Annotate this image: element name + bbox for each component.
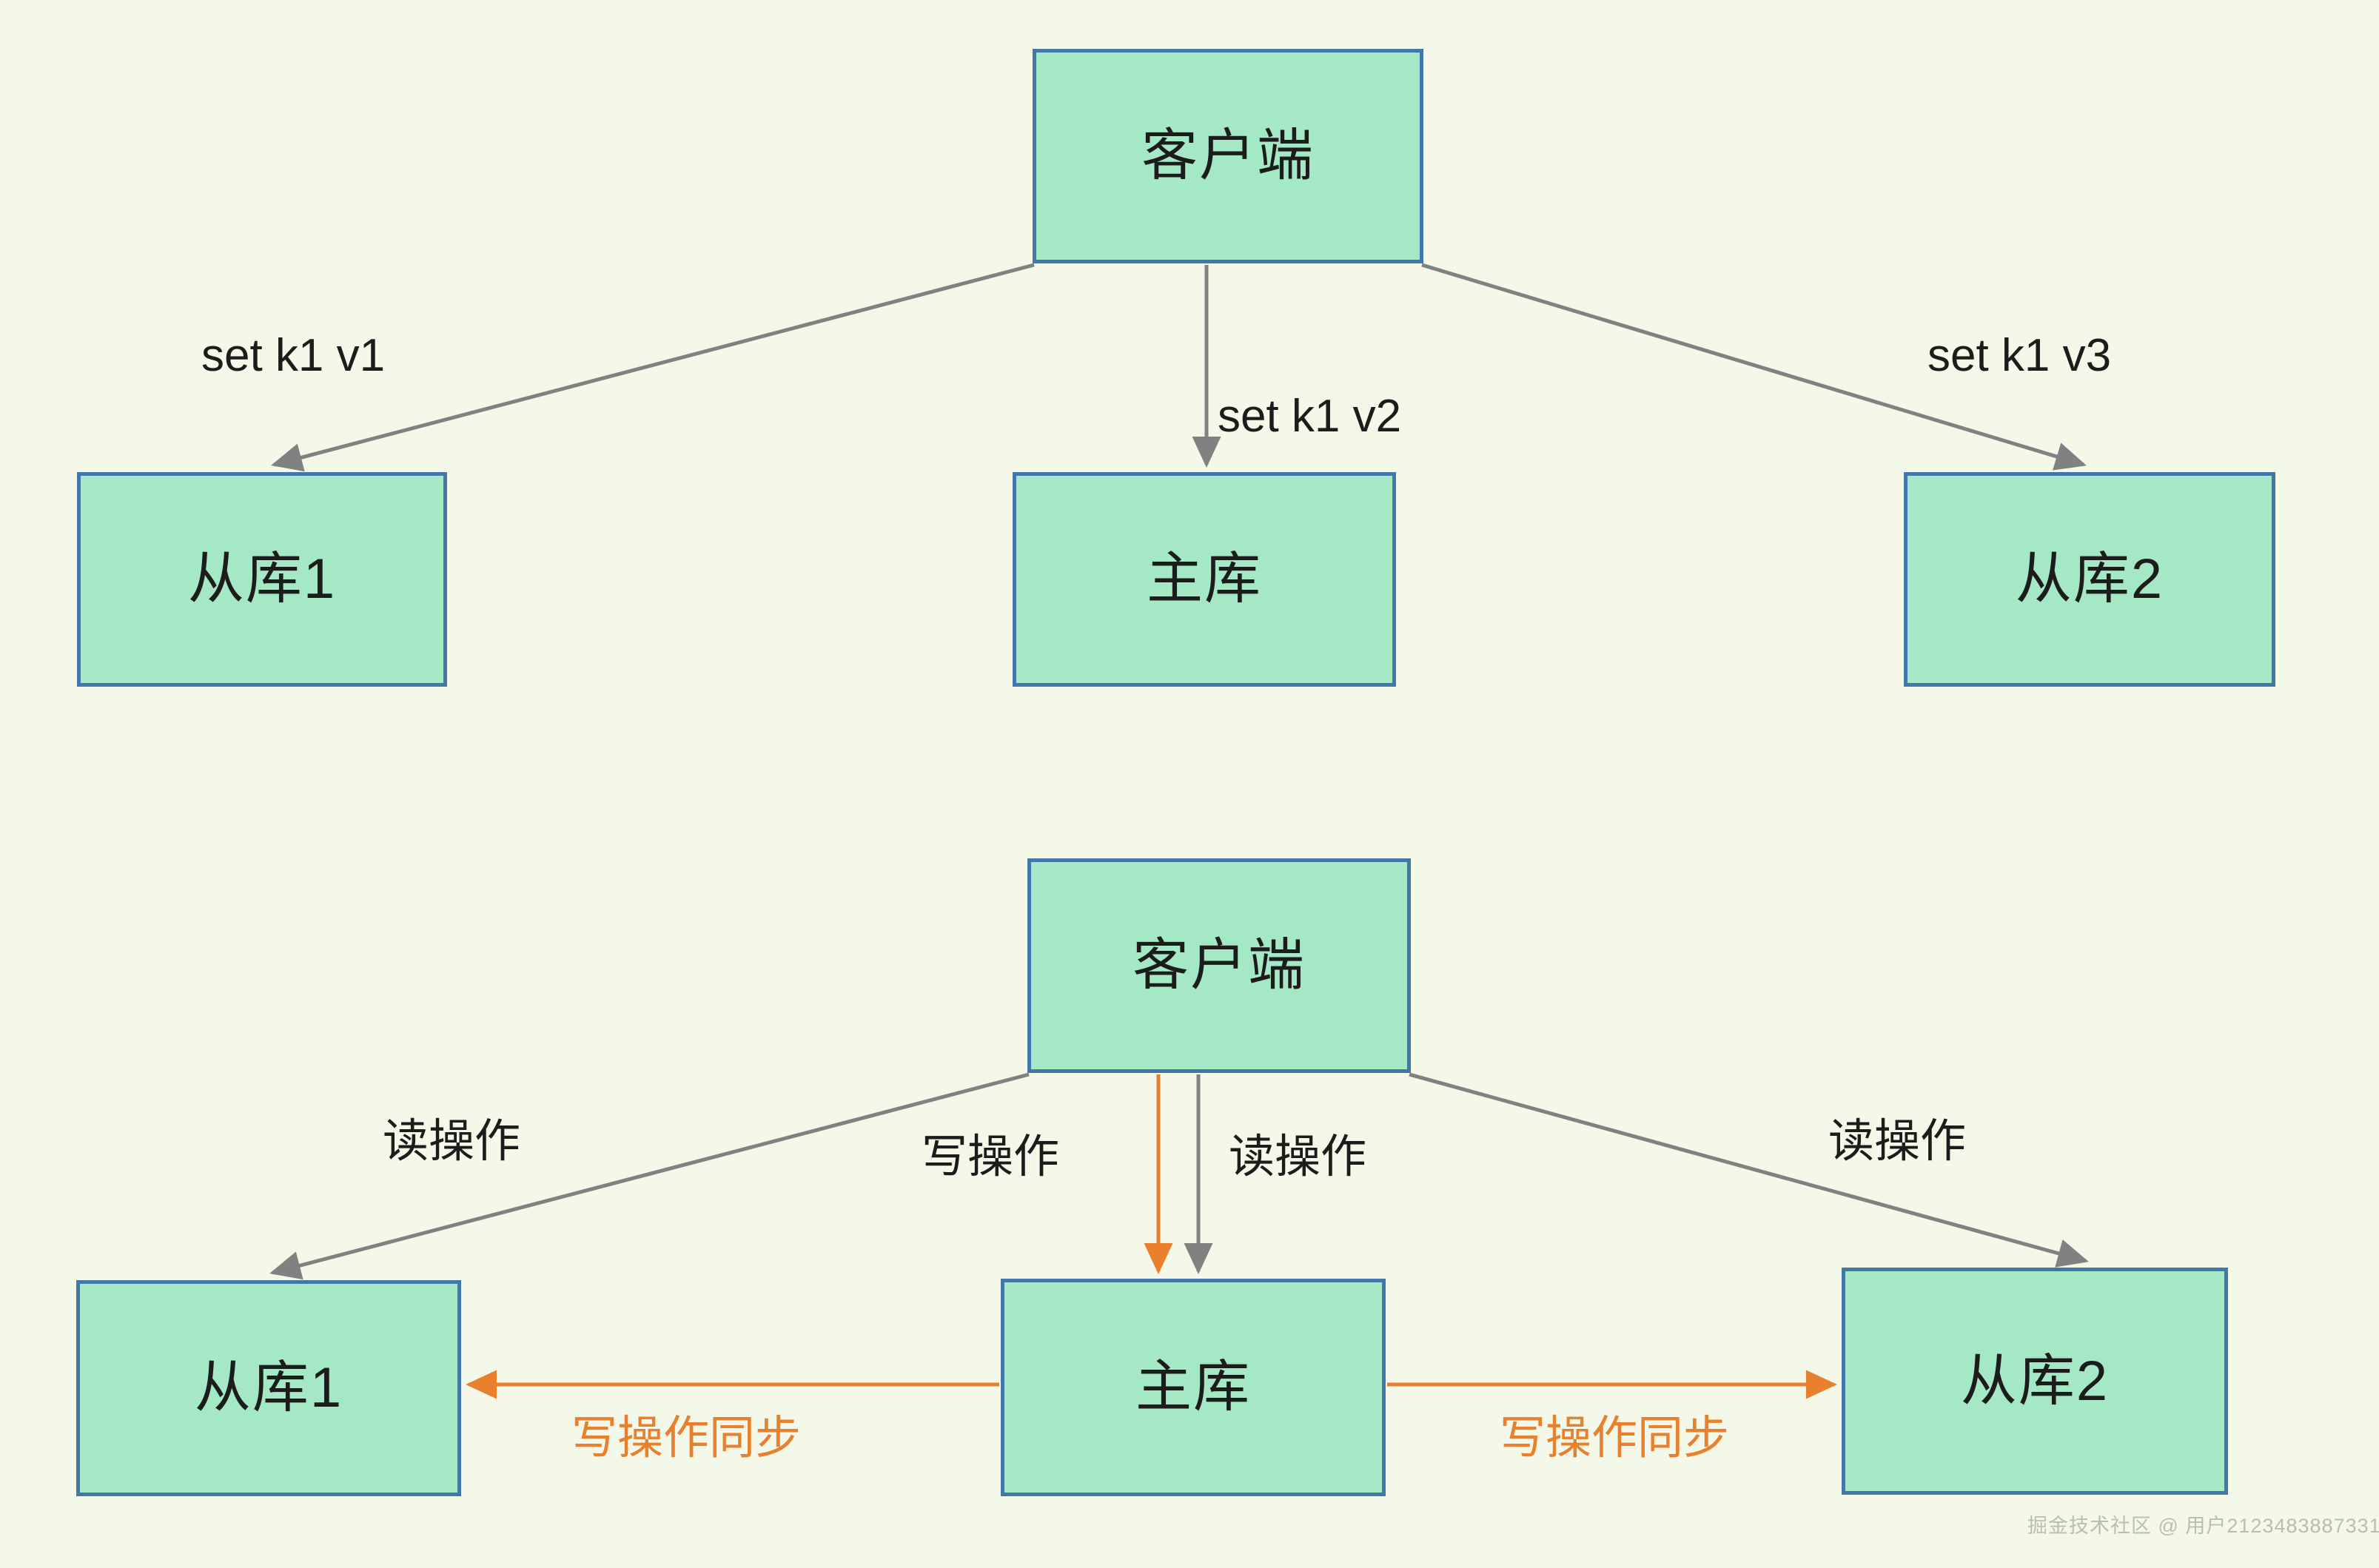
edge-client-read-slave2 <box>1409 1072 2089 1268</box>
watermark: 掘金技术社区 @ 用户2123483887331 <box>2027 1515 2379 1537</box>
edge-label-set-k1-v2: set k1 v2 <box>1218 391 1402 442</box>
edge-label-sync-slave2: 写操作同步 <box>1500 1413 1730 1464</box>
node-label: 主库 <box>1147 548 1262 610</box>
node-label: 客户端 <box>1133 934 1306 997</box>
edge-label-read-master: 读操作 <box>1229 1131 1367 1182</box>
node-label: 从库2 <box>2015 548 2164 610</box>
node-slave1-bottom[interactable]: 从库1 <box>76 1280 461 1496</box>
node-label: 客户端 <box>1141 124 1315 187</box>
node-label: 从库2 <box>1960 1349 2110 1413</box>
edge-client-to-slave1 <box>271 263 1035 472</box>
node-client-top[interactable]: 客户端 <box>1033 49 1423 263</box>
node-label: 主库 <box>1135 1356 1251 1419</box>
node-slave2-top[interactable]: 从库2 <box>1904 472 2275 687</box>
node-slave1-top[interactable]: 从库1 <box>77 472 447 687</box>
edge-label-set-k1-v3: set k1 v3 <box>1927 330 2112 381</box>
node-label: 从库1 <box>194 1356 343 1419</box>
edge-client-read-slave1 <box>269 1072 1030 1280</box>
node-client-bottom[interactable]: 客户端 <box>1027 858 1411 1073</box>
node-slave2-bottom[interactable]: 从库2 <box>1842 1268 2228 1495</box>
node-master-bottom[interactable]: 主库 <box>1001 1279 1386 1496</box>
edge-label-set-k1-v1: set k1 v1 <box>201 330 386 381</box>
edge-label-write-master: 写操作 <box>922 1131 1060 1182</box>
edge-label-read-slave2: 读操作 <box>1828 1116 1967 1167</box>
node-master-top[interactable]: 主库 <box>1013 472 1396 687</box>
edge-label-sync-slave1: 写操作同步 <box>571 1413 802 1464</box>
node-label: 从库1 <box>187 548 337 610</box>
edge-label-read-slave1: 读操作 <box>383 1116 521 1167</box>
